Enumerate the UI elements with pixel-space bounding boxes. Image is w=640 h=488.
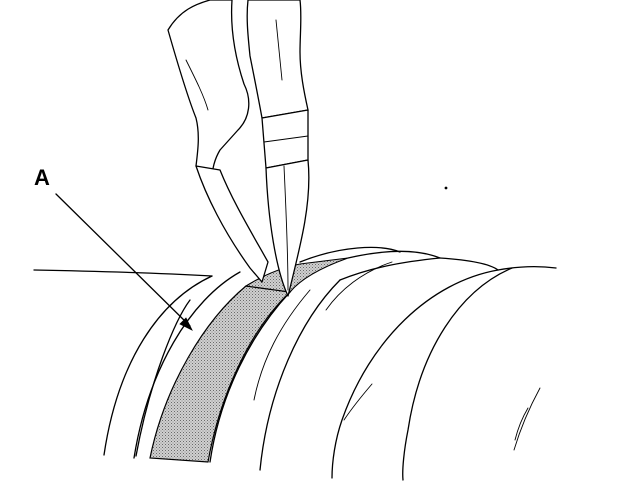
shaft-axis-line [33,269,213,277]
right-drum-face [402,267,513,481]
hub-front-edge [209,291,291,463]
pliers-right-handle [246,0,309,119]
pliers-left-handle [167,0,250,181]
drum-face-highlight-2 [343,383,373,421]
shaded-ring-band [149,285,292,463]
hub-right-edge [259,279,341,471]
callout-label-a: A [34,165,50,190]
drum-face-highlight [325,261,393,311]
pliers-handle-detail [185,59,209,111]
hub-outline-top [299,246,401,263]
pliers-handle-detail-2 [275,19,283,81]
pliers-jaw-edge [283,165,289,291]
band-edge [135,299,191,457]
right-drum-highlight [513,387,541,451]
drum-left-face [331,269,499,479]
pliers-pivot-line [263,135,309,143]
pliers-right-jaw [265,159,310,297]
pliers-left-jaw [195,165,269,283]
leader-arrowhead [179,317,193,331]
outer-flange-inner-edge [133,271,241,459]
drum-top-edge [439,257,499,271]
outer-flange [103,275,213,456]
cutting-pliers [167,0,310,297]
speck [444,186,448,190]
leader-line [55,193,191,327]
hub-highlight [253,289,311,401]
hub-outline [339,250,441,281]
right-drum-top [497,266,557,271]
callout-leader-a [55,193,193,331]
right-drum-highlight-2 [514,407,529,441]
